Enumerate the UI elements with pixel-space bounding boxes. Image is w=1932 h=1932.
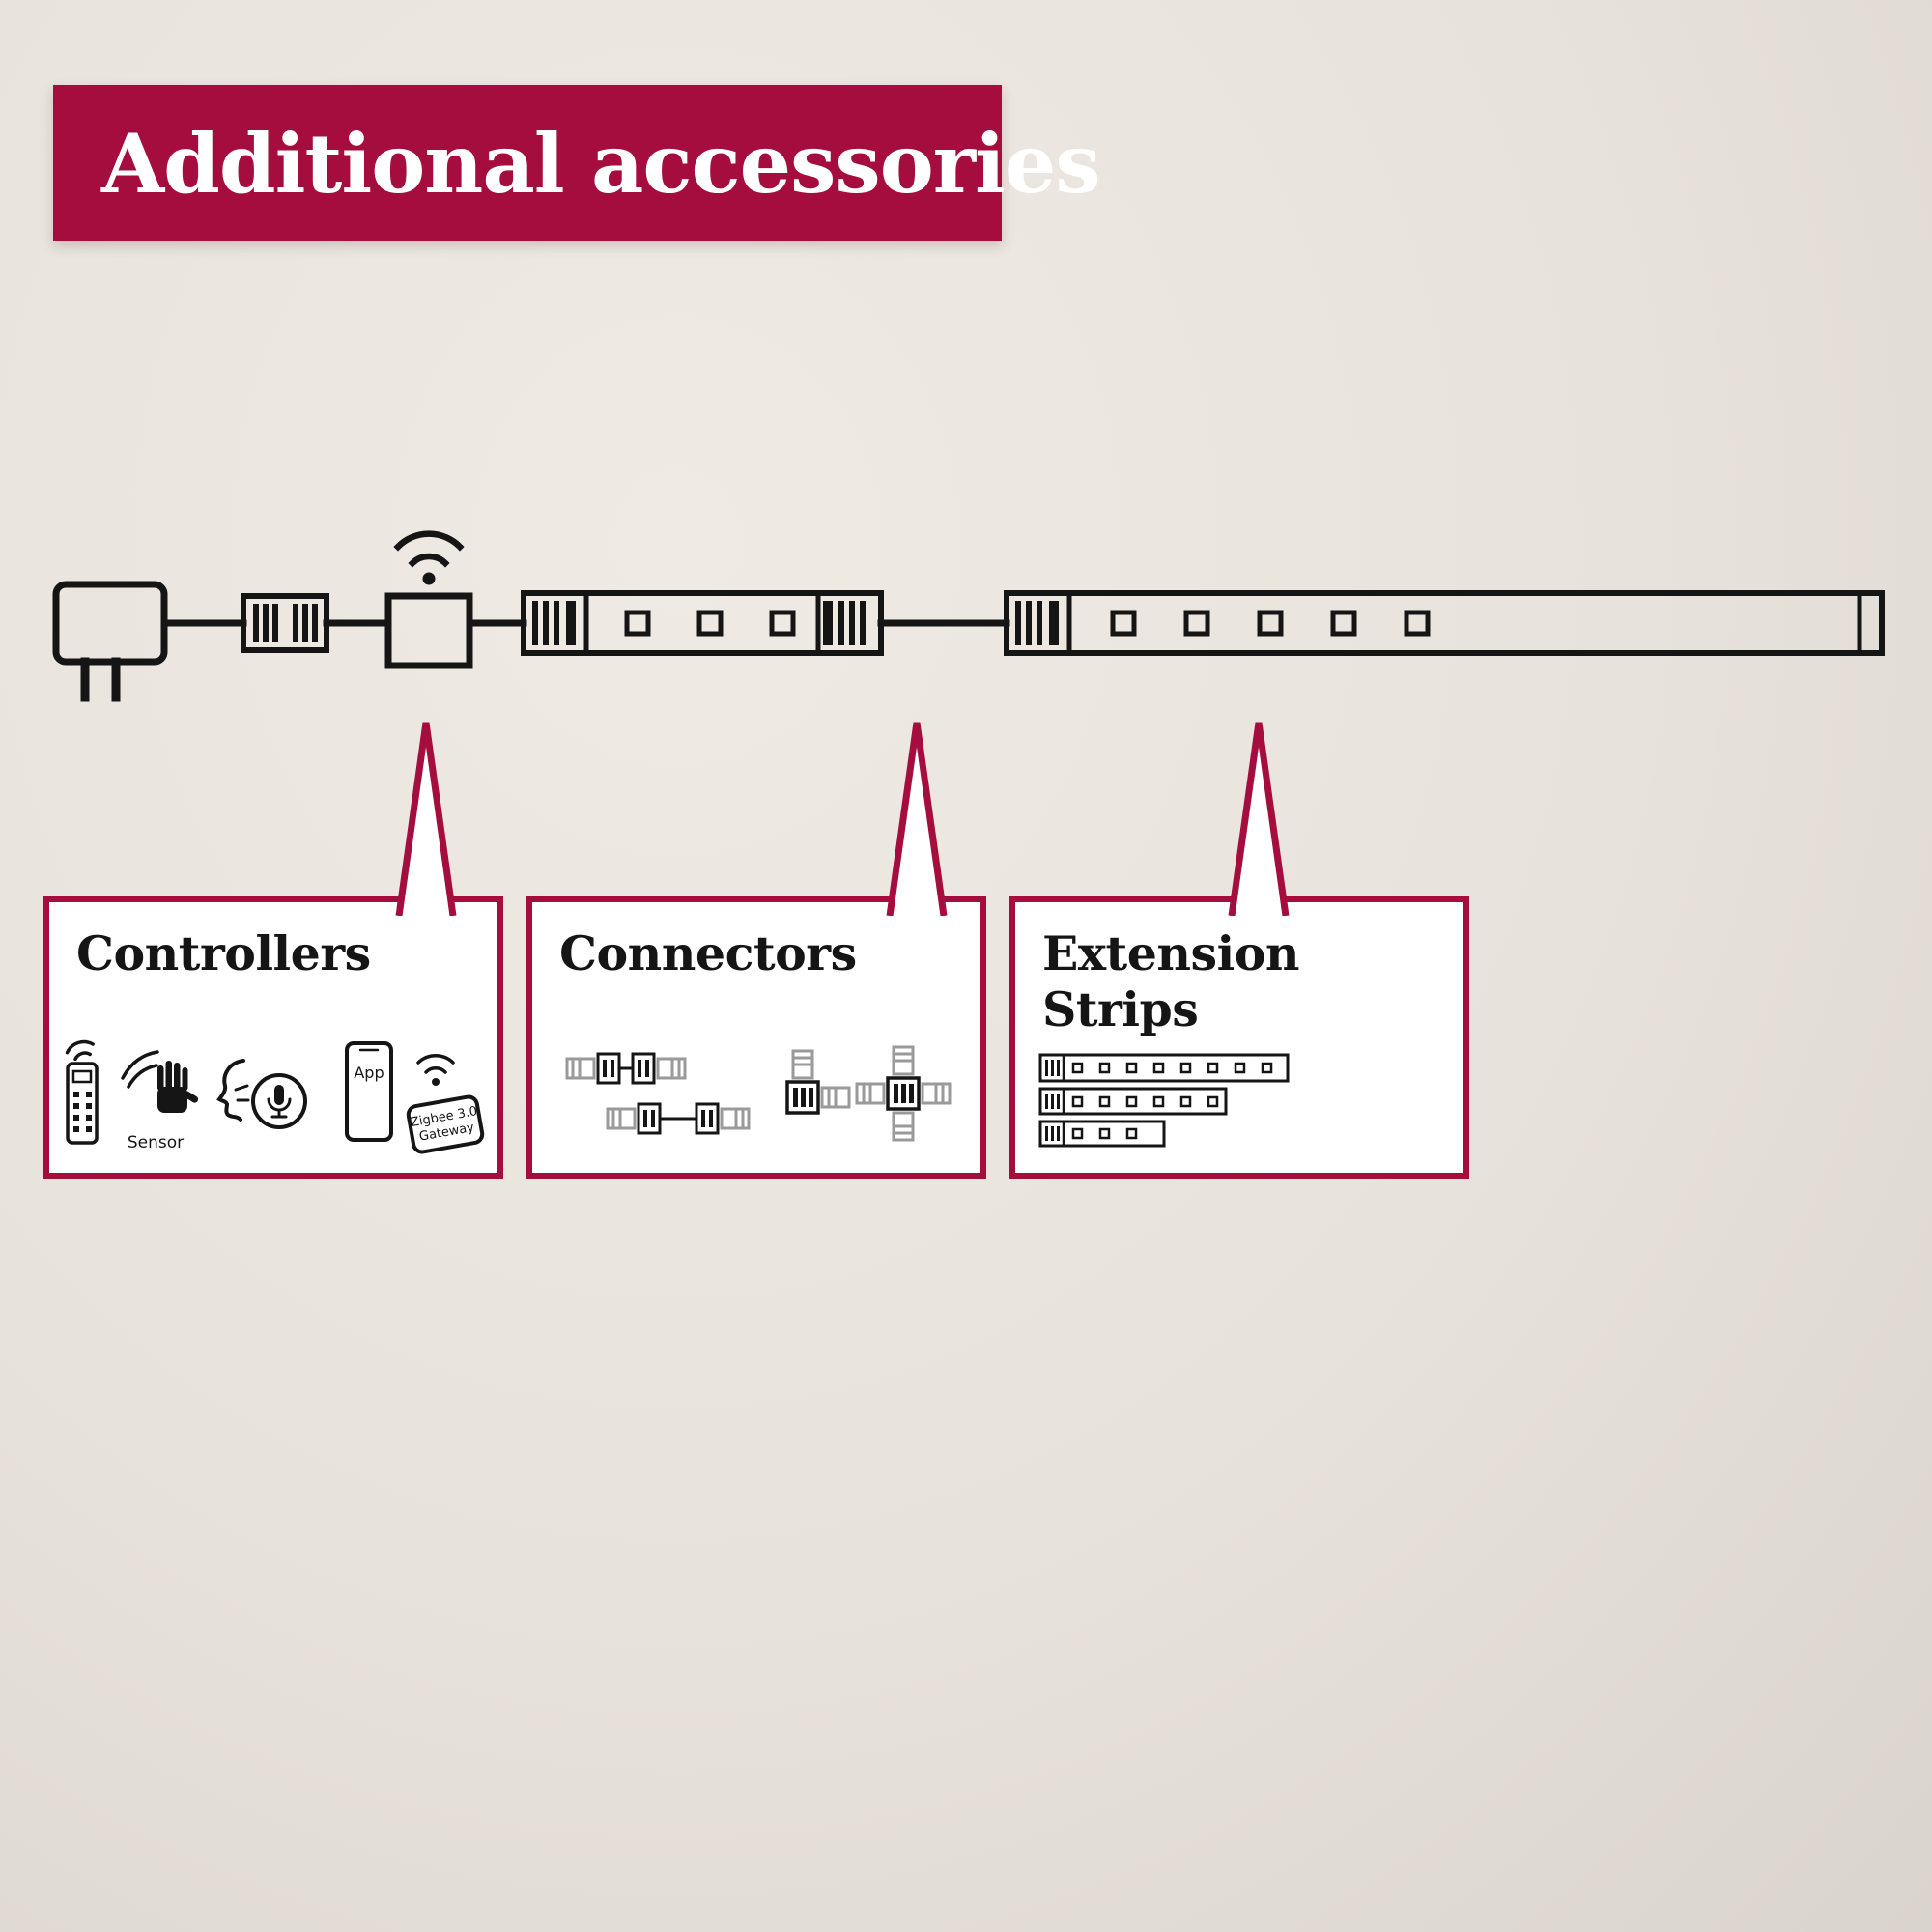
gateway-box-icon: Zigbee 3.0 Gateway xyxy=(406,1094,485,1154)
wifi-icon xyxy=(393,530,465,585)
app-label: App xyxy=(354,1064,384,1082)
controllers-callout: Controllers xyxy=(43,896,503,1179)
extension-strips-title: Extension Strips xyxy=(1042,925,1300,1037)
controller-icons: Sensor App xyxy=(65,1039,485,1154)
extension-strips-callout: Extension Strips xyxy=(1009,896,1469,1179)
l-connector-icon xyxy=(785,1049,851,1115)
extension-strip-long-icon xyxy=(1038,1053,1290,1083)
connector-icons xyxy=(565,1045,952,1142)
extension-strip-icons xyxy=(1038,1053,1290,1148)
remote-control-icon xyxy=(65,1039,99,1145)
app-gateway-icon: App Zigbee 3.0 Gateway xyxy=(345,1041,485,1154)
wifi-controller-icon xyxy=(384,530,473,669)
controllers-title: Controllers xyxy=(76,925,371,981)
voice-assistant-icon xyxy=(216,1059,307,1129)
motion-sensor-icon: Sensor xyxy=(121,1050,199,1152)
led-strip-long-icon xyxy=(1004,590,1885,656)
sensor-label: Sensor xyxy=(128,1133,184,1152)
extension-strip-medium-icon xyxy=(1038,1087,1228,1116)
callout-pointer xyxy=(1228,722,1290,916)
straight-connector-icon xyxy=(565,1052,687,1085)
x-connector-icon xyxy=(855,1045,952,1142)
page-title: Additional accessories xyxy=(101,115,1101,212)
led-strip-icon xyxy=(521,590,884,656)
clip-connector-icon xyxy=(241,593,329,653)
extension-strip-short-icon xyxy=(1038,1120,1166,1148)
product-chain-diagram xyxy=(52,530,1885,702)
connectors-title: Connectors xyxy=(559,925,857,981)
power-plug-icon xyxy=(52,581,168,702)
callout-pointer xyxy=(886,722,948,916)
connectors-callout: Connectors xyxy=(526,896,986,1179)
wifi-icon xyxy=(416,1054,455,1086)
hand-icon xyxy=(157,1061,199,1113)
callout-pointer xyxy=(395,722,457,916)
title-banner: Additional accessories xyxy=(53,85,1101,242)
corded-connector-icon xyxy=(606,1102,751,1135)
